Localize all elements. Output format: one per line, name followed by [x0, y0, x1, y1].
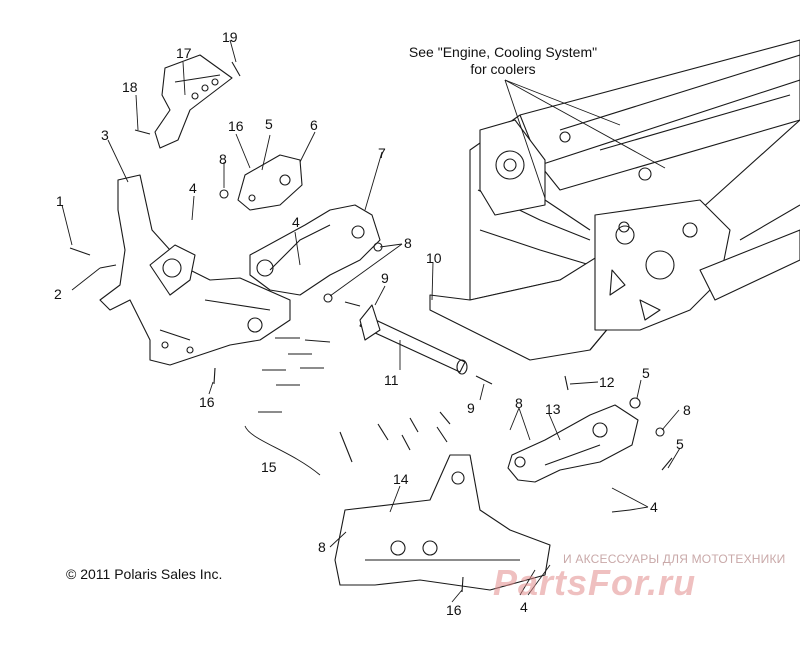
callout-10: 10: [426, 250, 442, 266]
callout-11: 11: [384, 372, 399, 388]
frame-left-3: [99, 174, 291, 366]
bolt-1: [69, 247, 91, 256]
bracket-14: [334, 454, 551, 591]
callout-19: 19: [222, 29, 238, 45]
callout-4-right: 4: [650, 499, 658, 515]
leader-lines: [61, 39, 681, 603]
bolt-9-bottom: [475, 375, 493, 385]
callout-5-top: 5: [265, 116, 273, 132]
shaft-11: [359, 304, 468, 375]
bracket-7: [249, 204, 381, 296]
callout-8-right: 8: [515, 395, 523, 411]
bolt-4-right: [611, 509, 631, 513]
note-line-1: See "Engine, Cooling System": [408, 44, 598, 60]
nut-8-left: [219, 189, 229, 199]
callout-16-top: 16: [228, 118, 244, 134]
nut-8-right: [655, 427, 665, 437]
nut-8-lower: [323, 293, 333, 303]
callout-4-bottom: 4: [520, 599, 528, 615]
callout-8-top: 8: [219, 151, 227, 167]
callout-8-bottom: 8: [318, 539, 326, 555]
bolt-9-top: [344, 301, 361, 307]
frame-tunnel: [429, 39, 800, 361]
bolt-18: [134, 129, 151, 135]
callout-5-right: 5: [642, 365, 650, 381]
callout-8-mid: 8: [404, 235, 412, 251]
callout-17: 17: [176, 45, 192, 61]
watermark-text: И АКСЕССУАРЫ ДЛЯ МОТОТЕХНИКИ: [563, 552, 786, 566]
callout-14: 14: [393, 471, 409, 487]
watermark-logo: PartsFor.ru: [493, 562, 697, 603]
callout-8-far-right: 8: [683, 402, 691, 418]
bracket-13: [507, 404, 639, 483]
pin-16-bottom: [461, 576, 464, 593]
callout-6: 6: [310, 117, 318, 133]
washer-2: [99, 264, 117, 269]
bracket-6: [237, 154, 303, 211]
callout-13: 13: [545, 401, 561, 417]
note-line-2: for coolers: [470, 61, 536, 77]
callout-3: 3: [101, 127, 109, 143]
bracket-17: [154, 54, 233, 149]
callout-4-mid: 4: [292, 214, 300, 230]
cooler-reference-note: See "Engine, Cooling System" for coolers: [388, 44, 618, 78]
callout-9-bottom: 9: [467, 400, 475, 416]
callout-4-left: 4: [189, 180, 197, 196]
nut-5-right: [629, 397, 641, 409]
callout-5-lower: 5: [676, 436, 684, 452]
callout-1: 1: [56, 193, 64, 209]
bolt-5-lower: [661, 457, 673, 471]
callout-7: 7: [378, 145, 386, 161]
copyright-text: © 2011 Polaris Sales Inc.: [66, 566, 223, 582]
callout-2: 2: [54, 286, 62, 302]
bolt-19: [231, 61, 241, 77]
stud-12: [564, 375, 569, 391]
callout-18: 18: [122, 79, 138, 95]
pin-16-left: [213, 367, 216, 385]
callout-12: 12: [599, 374, 615, 390]
callout-9-top: 9: [381, 270, 389, 286]
callout-16-left: 16: [199, 394, 215, 410]
callout-16-bottom: 16: [446, 602, 462, 618]
bolt-group-15: [258, 337, 451, 463]
callout-15: 15: [261, 459, 277, 475]
